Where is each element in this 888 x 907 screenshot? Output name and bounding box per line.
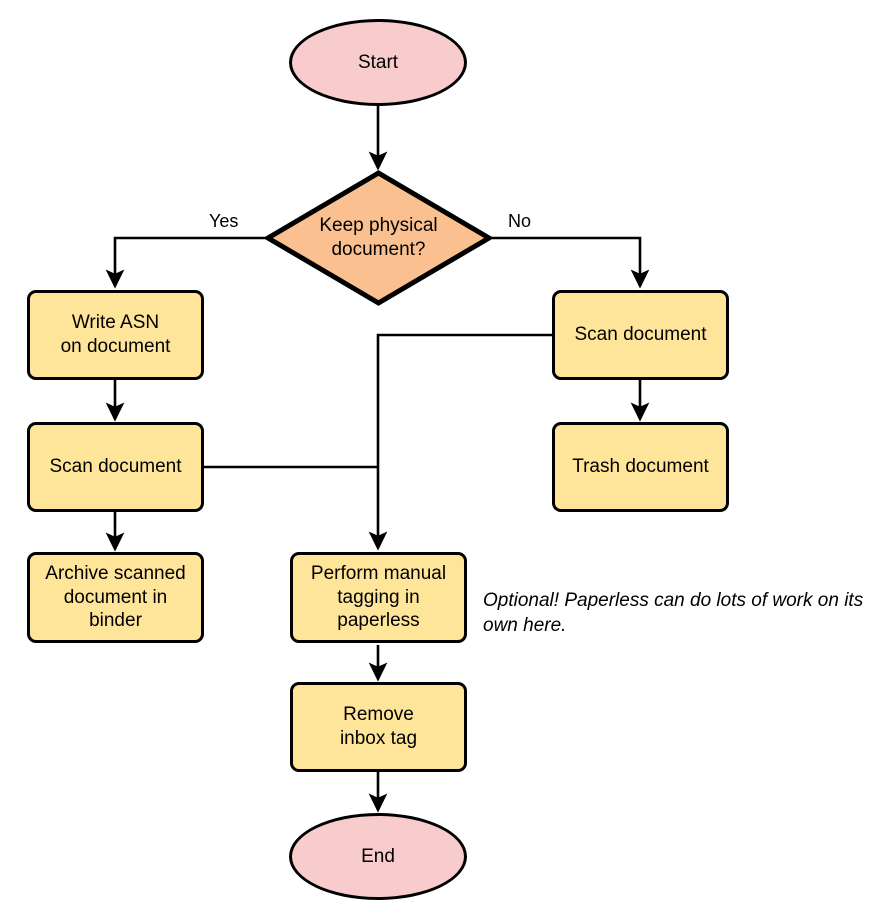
node-scan-document-right-label: Scan document <box>574 324 707 346</box>
node-scan-document-right[interactable]: Scan document <box>552 290 729 380</box>
diamond-shape <box>265 170 492 306</box>
node-remove-inbox-tag-label: Remove inbox tag <box>339 704 418 749</box>
node-scan-document-left-label: Scan document <box>49 456 182 478</box>
edge-label-no: No <box>508 211 532 231</box>
node-perform-manual-tagging-label: Perform manual tagging in paperless <box>310 562 447 632</box>
node-keep-physical-document-label: Keep physical document? <box>319 215 438 260</box>
edge-label-yes: Yes <box>209 211 239 231</box>
node-write-asn-on-document-label: Write ASN on document <box>60 312 171 357</box>
node-end[interactable]: End <box>289 813 467 900</box>
node-trash-document-label: Trash document <box>572 456 709 478</box>
node-archive-scanned-document[interactable]: Archive scanned document in binder <box>27 552 204 643</box>
node-keep-physical-document[interactable]: Keep physical document? <box>265 170 492 306</box>
node-end-label: End <box>361 845 395 867</box>
node-archive-scanned-document-label: Archive scanned document in binder <box>45 562 186 632</box>
node-start-label: Start <box>357 51 399 73</box>
edge-scan-right-to-manual-tagging <box>368 333 552 551</box>
node-write-asn-on-document[interactable]: Write ASN on document <box>27 290 204 380</box>
node-scan-document-left[interactable]: Scan document <box>27 422 204 512</box>
node-perform-manual-tagging[interactable]: Perform manual tagging in paperless <box>290 552 467 643</box>
node-remove-inbox-tag[interactable]: Remove inbox tag <box>290 682 467 772</box>
node-start[interactable]: Start <box>289 19 467 106</box>
node-trash-document[interactable]: Trash document <box>552 422 729 512</box>
annotation-optional-note: Optional! Paperless can do lots of work … <box>483 590 864 636</box>
edge-keep-physical-no-to-scan-right <box>491 236 650 289</box>
edge-keep-physical-yes-to-write-asn <box>105 236 265 289</box>
